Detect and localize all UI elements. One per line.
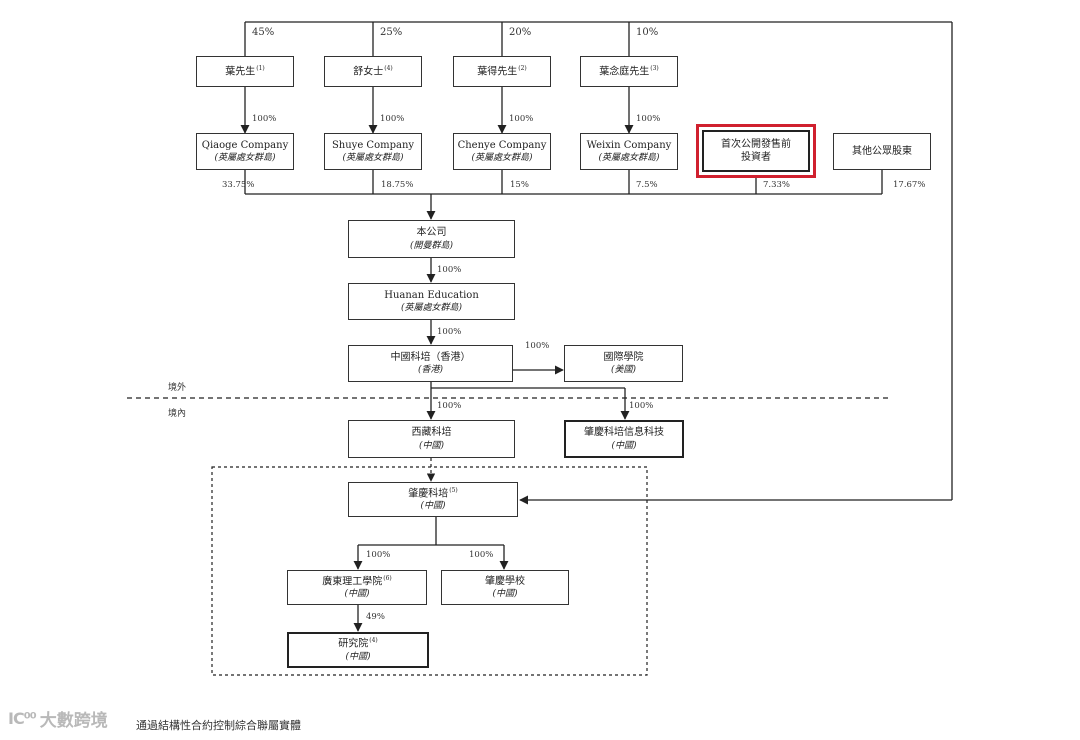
pct-label-zq-school: 100% — [469, 550, 494, 560]
onshore-label: 境內 — [168, 409, 187, 419]
company-box: 本公司 (開曼群島) — [348, 220, 515, 258]
research-institute-box: 研究院(4) (中國) — [287, 632, 429, 668]
stake-label-ipo: 7.33% — [763, 180, 791, 190]
founder-box-ye: 葉先生(1) — [196, 56, 294, 87]
footnote: 通過結構性合約控制綜合聯屬實體 — [136, 719, 301, 732]
holding-qiaoge: Qiaoge Company (英屬處女群島) — [196, 133, 294, 170]
founder-name: 舒女士(4) — [353, 64, 393, 77]
stake-label-qiaoge: 33.75% — [222, 180, 255, 190]
holding-shuye: Shuye Company (英屬處女群島) — [324, 133, 422, 170]
pct-label: 100% — [636, 114, 661, 124]
pct-label-company-huanan: 100% — [437, 265, 462, 275]
share-label-yenianting: 10% — [636, 27, 659, 38]
founder-name: 葉先生(1) — [225, 64, 265, 77]
share-label-ye: 45% — [252, 27, 275, 38]
stake-label-weixin: 7.5% — [636, 180, 658, 190]
holding-weixin: Weixin Company (英屬處女群島) — [580, 133, 678, 170]
huanan-education-box: Huanan Education (英屬處女群島) — [348, 283, 515, 320]
china-kepei-hk-box: 中國科培（香港） (香港) — [348, 345, 513, 382]
share-label-shu: 25% — [380, 27, 403, 38]
pct-label: 100% — [509, 114, 534, 124]
watermark: IC⁰⁰ 大數跨境 — [8, 706, 108, 731]
tibet-kepei-box: 西藏科培 (中國) — [348, 420, 515, 458]
founder-box-yede: 葉得先生(2) — [453, 56, 551, 87]
pre-ipo-investors-box: 首次公開發售前 投資者 — [696, 124, 816, 178]
watermark-text: 大數跨境 — [39, 711, 108, 731]
pct-label-zq-guangdong: 100% — [366, 550, 391, 560]
zhaoqing-school-box: 肇慶學校 (中國) — [441, 570, 569, 605]
holding-chenye: Chenye Company (英屬處女群島) — [453, 133, 551, 170]
share-label-yede: 20% — [509, 27, 532, 38]
stake-label-chenye: 15% — [510, 180, 529, 190]
international-college-box: 國際學院 (美國) — [564, 345, 683, 382]
pct-label: 100% — [252, 114, 277, 124]
zhaoqing-kepei-box: 肇慶科培(5) (中國) — [348, 482, 518, 517]
offshore-label: 境外 — [168, 383, 187, 393]
pct-label-hk-tibet: 100% — [437, 401, 462, 411]
stake-label-shuye: 18.75% — [381, 180, 414, 190]
pct-label-hk-intl: 100% — [525, 341, 550, 351]
pct-label-huanan-hk: 100% — [437, 327, 462, 337]
founder-box-shu: 舒女士(4) — [324, 56, 422, 87]
guangdong-polytechnic-box: 廣東理工學院(6) (中國) — [287, 570, 427, 605]
public-shareholders-box: 其他公眾股東 — [833, 133, 931, 170]
pct-label-hk-tech: 100% — [629, 401, 654, 411]
pct-label-gd-institute: 49% — [366, 612, 385, 622]
zhaoqing-kepei-tech-box: 肇慶科培信息科技 (中國) — [564, 420, 684, 458]
founder-name: 葉得先生(2) — [477, 64, 527, 77]
founder-box-yenianting: 葉念庭先生(3) — [580, 56, 678, 87]
founder-name: 葉念庭先生(3) — [599, 64, 659, 77]
pct-label: 100% — [380, 114, 405, 124]
watermark-logo-icon: IC⁰⁰ — [8, 709, 37, 728]
stake-label-public: 17.67% — [893, 180, 926, 190]
